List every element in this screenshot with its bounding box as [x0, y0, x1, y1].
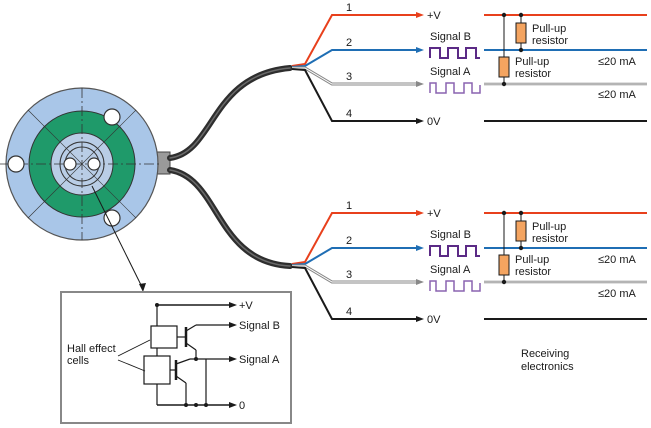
- inset-ground-label: 0: [239, 400, 245, 412]
- resistor-icon: [515, 220, 527, 242]
- square-wave-icon: [429, 82, 481, 94]
- hall-effect-cells-label: cells: [67, 355, 90, 367]
- signal-b-label: Signal B: [430, 31, 471, 43]
- sensor-pin: [87, 157, 101, 171]
- wire-number-1: 1: [346, 200, 352, 212]
- pullup-label: Pull-up: [532, 23, 566, 35]
- lower-cable: [167, 167, 293, 269]
- supply-label: +V: [427, 208, 441, 220]
- pullup-label: resistor: [515, 266, 551, 278]
- inset-frame: [60, 291, 292, 424]
- resistor-icon: [515, 22, 527, 44]
- signal-a-label: Signal A: [430, 264, 471, 276]
- ground-label: 0V: [427, 314, 441, 326]
- upper-cable: [167, 65, 293, 161]
- wire-4-ground: [291, 68, 418, 122]
- hall-cell: [143, 355, 171, 385]
- inset-signal-a-label: Signal A: [239, 354, 280, 366]
- mounting-hole: [7, 155, 25, 173]
- signal-a-label: Signal A: [430, 66, 471, 78]
- wire-number-3: 3: [346, 269, 352, 281]
- hall-effect-inset: +V 0 Signal: [60, 291, 292, 424]
- transistor-icon: [177, 324, 197, 351]
- current-limit-label: ≤20 mA: [598, 89, 636, 101]
- sensor-pin: [63, 157, 77, 171]
- pullup-label: resistor: [532, 35, 568, 47]
- pullup-label: resistor: [532, 233, 568, 245]
- ground-label: 0V: [427, 116, 441, 128]
- square-wave-icon: [429, 280, 481, 292]
- wire-number-4: 4: [346, 306, 352, 318]
- resistor-icon: [498, 254, 510, 276]
- hall-cell: [150, 325, 178, 349]
- wire-number-4: 4: [346, 108, 352, 120]
- inset-supply-label: +V: [239, 300, 253, 312]
- wire-number-1: 1: [346, 2, 352, 14]
- inset-signal-b-label: Signal B: [239, 320, 280, 332]
- pullup-label: Pull-up: [532, 221, 566, 233]
- square-wave-icon: [429, 47, 480, 59]
- signal-b-label: Signal B: [430, 229, 471, 241]
- transistor-icon: [170, 358, 191, 384]
- upper-channel: 1 2 3 4 +V 0V Signal B Signal A Pull-up …: [291, 2, 647, 128]
- lower-channel: 1 2 3 4 +V 0V Signal B Signal A Pull-up …: [291, 200, 647, 326]
- current-limit-label: ≤20 mA: [598, 254, 636, 266]
- supply-label: +V: [427, 10, 441, 22]
- current-limit-label: ≤20 mA: [598, 288, 636, 300]
- receiving-electronics-label: Receiving: [521, 348, 569, 360]
- wire-4-ground: [291, 266, 418, 320]
- hall-effect-cells-label: Hall effect: [67, 343, 116, 355]
- square-wave-icon: [429, 245, 480, 257]
- cables: [167, 65, 293, 269]
- receiving-electronics-label: electronics: [521, 361, 574, 373]
- pullup-label: Pull-up: [515, 56, 549, 68]
- pullup-label: Pull-up: [515, 254, 549, 266]
- wire-number-2: 2: [346, 37, 352, 49]
- mounting-hole: [103, 108, 121, 126]
- pullup-label: resistor: [515, 68, 551, 80]
- wire-number-2: 2: [346, 235, 352, 247]
- hall-sensor-icon: [0, 87, 171, 241]
- wire-1-supply: [291, 212, 418, 265]
- mounting-hole: [103, 209, 121, 227]
- inset-pointer-arrow: [91, 185, 146, 292]
- wire-1-supply: [291, 14, 418, 67]
- resistor-icon: [498, 56, 510, 78]
- wire-number-3: 3: [346, 71, 352, 83]
- current-limit-label: ≤20 mA: [598, 56, 636, 68]
